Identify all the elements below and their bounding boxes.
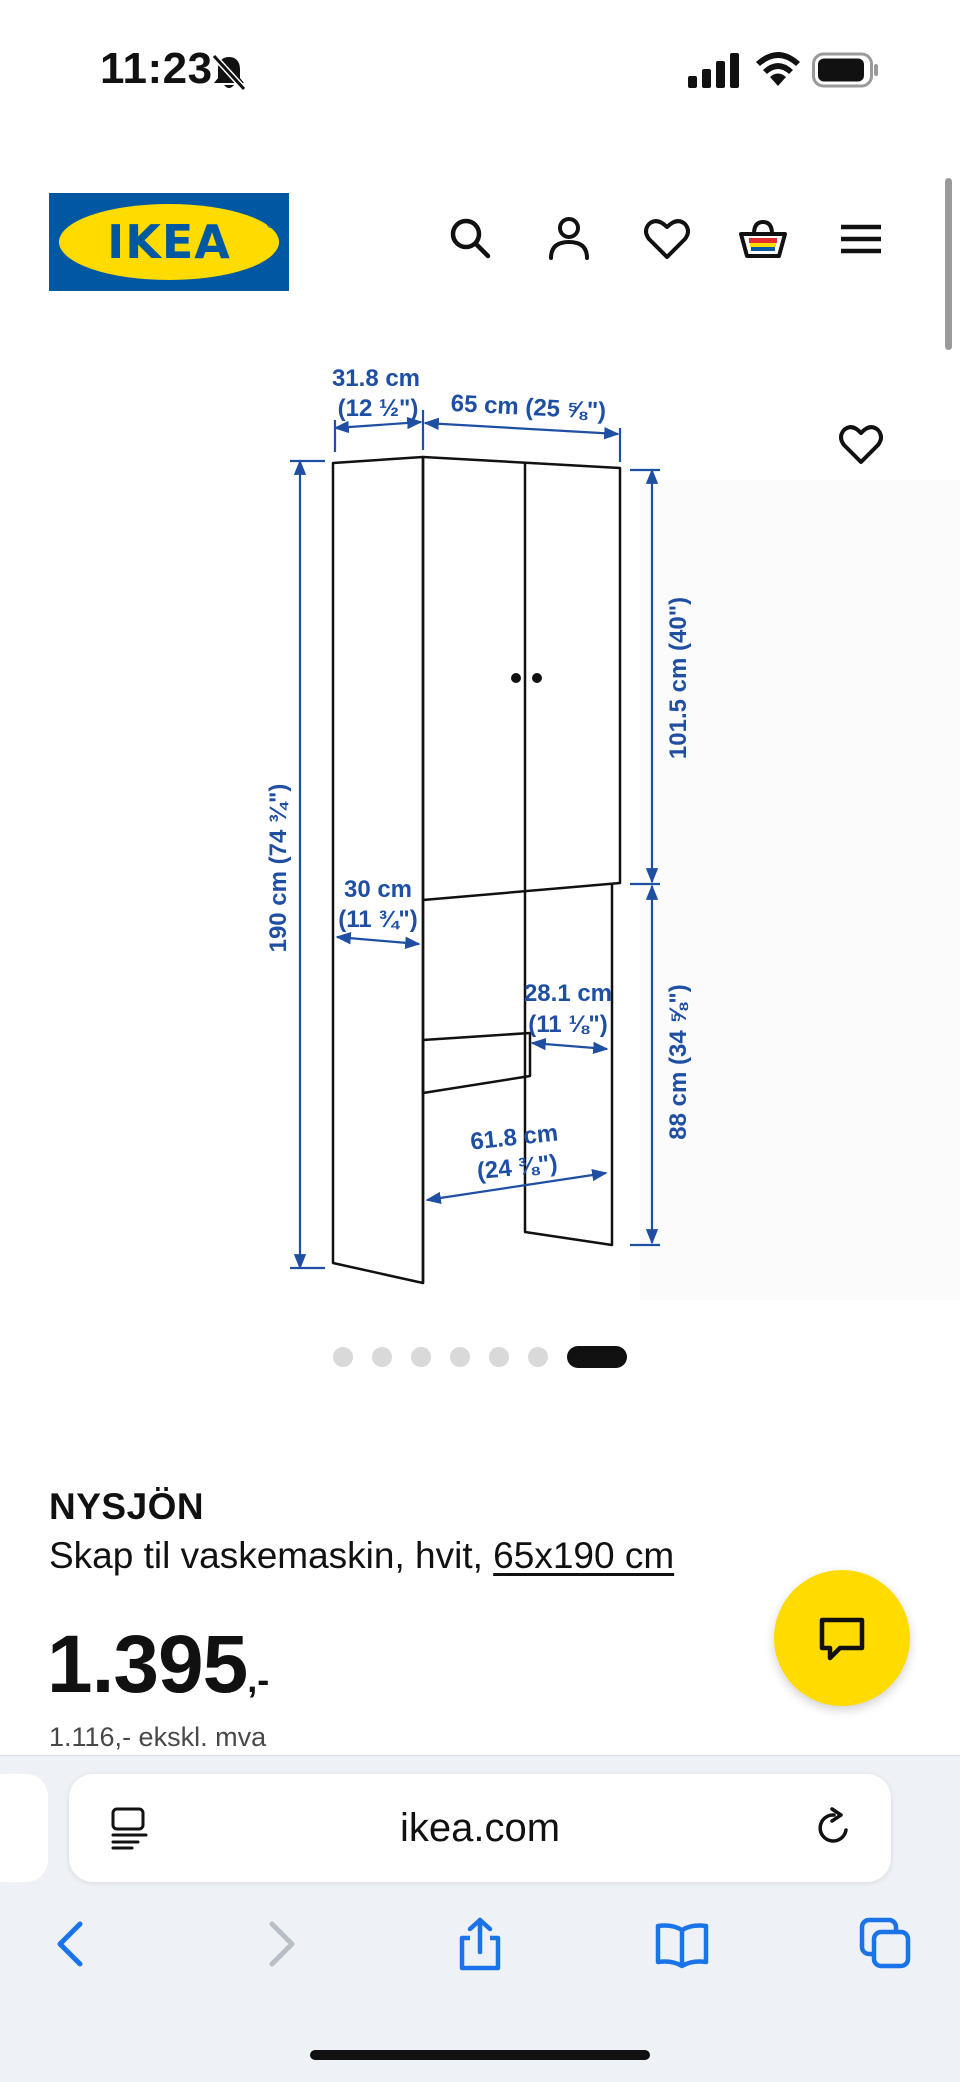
reload-icon[interactable] bbox=[812, 1806, 856, 1850]
cellular-signal-icon bbox=[688, 53, 739, 88]
product-type: Skap til vaskemaskin, hvit, bbox=[49, 1535, 483, 1576]
dim-inner-width-inches: (24 ⅜") bbox=[476, 1150, 559, 1185]
dim-width-top: 65 cm (25 ⅝") bbox=[450, 390, 607, 425]
dim-depth-top-inches: (12 ½") bbox=[338, 395, 419, 422]
add-to-favourites-heart-icon[interactable] bbox=[836, 420, 886, 470]
wishlist-heart-icon[interactable] bbox=[640, 212, 694, 266]
dim-lower-height: 88 cm (34 ⅝") bbox=[665, 984, 692, 1139]
chat-bubble-icon bbox=[819, 1617, 865, 1661]
forward-icon[interactable] bbox=[252, 1916, 308, 1972]
carousel-dot[interactable] bbox=[333, 1347, 353, 1367]
bell-muted-icon bbox=[211, 53, 247, 92]
carousel-dot[interactable] bbox=[489, 1347, 509, 1367]
cabinet-outline bbox=[331, 455, 622, 1285]
logo-registered-mark: ® bbox=[266, 219, 275, 231]
carousel-dot[interactable] bbox=[372, 1347, 392, 1367]
logo-oval bbox=[59, 204, 279, 280]
dim-inner-depth-inches: (11 ¾") bbox=[338, 906, 417, 933]
status-time: 11:23 bbox=[100, 44, 213, 93]
tabs-icon[interactable] bbox=[858, 1916, 914, 1972]
url-text[interactable]: ikea.com bbox=[399, 1806, 561, 1850]
price-suffix: ,- bbox=[247, 1659, 270, 1700]
carousel-dot[interactable] bbox=[411, 1347, 431, 1367]
address-bar[interactable] bbox=[69, 1774, 891, 1882]
product-name[interactable]: NYSJÖN bbox=[49, 1486, 205, 1527]
page-scroll-indicator bbox=[945, 178, 952, 350]
product-description: Skap til vaskemaskin, hvit, 65x190 cm bbox=[49, 1535, 674, 1577]
price-excl-vat: 1.116,- ekskl. mva bbox=[49, 1722, 267, 1752]
dim-upper-height: 101.5 cm (40") bbox=[665, 597, 692, 759]
product-dimension-drawing[interactable]: 31.8 cm (12 ½") 65 cm (25 ⅝") 190 cm (74… bbox=[0, 340, 960, 1300]
dim-inner-depth: 30 cm bbox=[344, 876, 412, 903]
logo-wordmark: IKEA bbox=[107, 215, 231, 269]
ikea-logo[interactable]: IKEA ® bbox=[49, 193, 289, 291]
image-carousel-dots bbox=[0, 1346, 960, 1368]
shopping-bag-icon[interactable] bbox=[736, 212, 790, 266]
menu-icon[interactable] bbox=[834, 212, 888, 266]
search-icon[interactable] bbox=[444, 212, 498, 266]
price-amount: 1.395 bbox=[47, 1619, 248, 1710]
chat-button[interactable] bbox=[774, 1570, 910, 1706]
dimension-lines bbox=[290, 410, 660, 1270]
wifi-icon bbox=[756, 52, 800, 86]
back-icon[interactable] bbox=[44, 1916, 100, 1972]
home-indicator bbox=[310, 2050, 650, 2060]
carousel-dot[interactable] bbox=[528, 1347, 548, 1367]
carousel-dot-active[interactable] bbox=[567, 1346, 627, 1368]
dim-height-total: 190 cm (74 ¾") bbox=[265, 784, 292, 953]
carousel-dot[interactable] bbox=[450, 1347, 470, 1367]
previous-tab-preview[interactable] bbox=[0, 1774, 48, 1882]
dim-inner-depth-2: 28.1 cm bbox=[524, 980, 612, 1007]
page-menu-icon[interactable] bbox=[108, 1806, 152, 1850]
share-icon[interactable] bbox=[452, 1916, 508, 1972]
dim-depth-top: 31.8 cm bbox=[332, 365, 420, 392]
account-icon[interactable] bbox=[542, 212, 596, 266]
battery-icon bbox=[812, 52, 878, 88]
product-size-link[interactable]: 65x190 cm bbox=[493, 1535, 675, 1576]
product-price: 1.395,- bbox=[47, 1618, 269, 1712]
dim-inner-depth-2-inches: (11 ⅛") bbox=[528, 1011, 607, 1038]
bookmarks-icon[interactable] bbox=[654, 1916, 710, 1972]
